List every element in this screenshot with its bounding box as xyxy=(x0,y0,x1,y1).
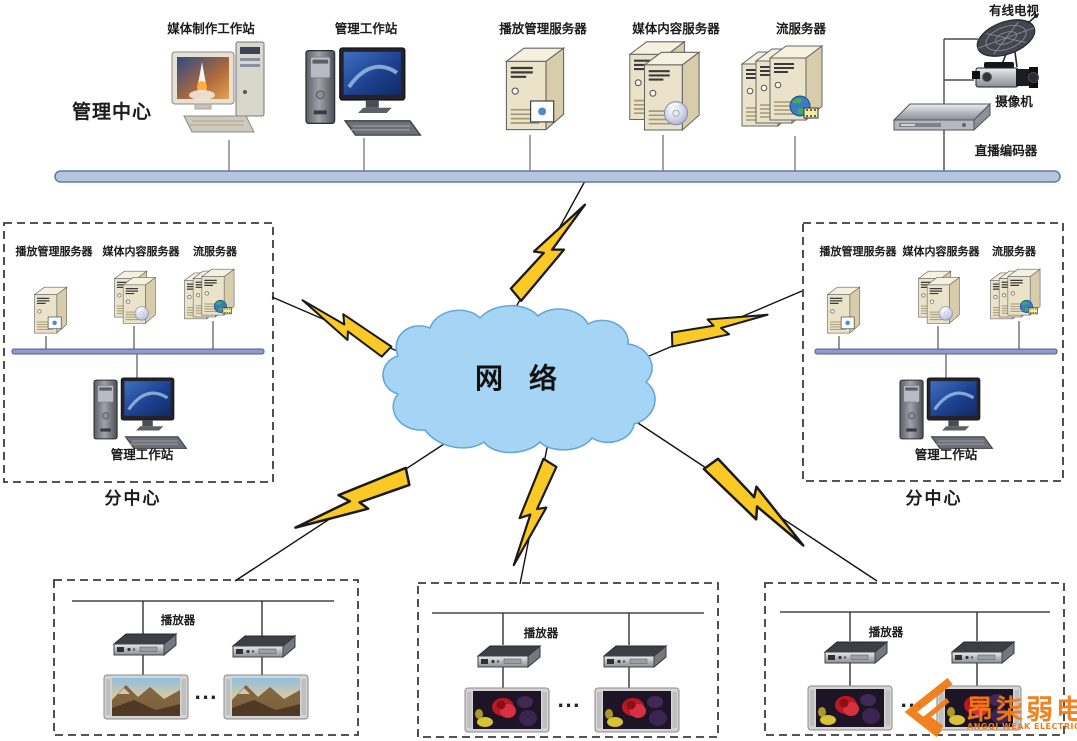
left-label-content-server: 媒体内容服务器 xyxy=(102,245,180,258)
management-center-bus xyxy=(54,170,1061,183)
right-player-label: 播放器 xyxy=(868,625,904,639)
label-cable-tv: 有线电视 xyxy=(988,3,1040,18)
left-stream-server-icon xyxy=(184,269,234,319)
sub-center-left-box xyxy=(3,222,274,483)
player-icon xyxy=(603,645,667,668)
encoder-icon xyxy=(893,103,991,131)
left-playback-server-icon xyxy=(34,287,66,333)
right-label-workstation: 管理工作站 xyxy=(914,447,978,462)
terminal-wiring xyxy=(72,600,1050,688)
network-cloud xyxy=(382,305,656,454)
middle-ellipsis: ... xyxy=(557,691,581,712)
right-label-content-server: 媒体内容服务器 xyxy=(902,245,980,258)
media-production-workstation-icon xyxy=(171,41,265,133)
terminal-right-box xyxy=(764,582,1065,736)
watermark-cn-text: 昂柒弱电 xyxy=(966,695,1077,726)
management-workstation-icon xyxy=(304,46,423,138)
lightning-bolt-icon xyxy=(293,296,397,360)
left-management-workstation-icon xyxy=(92,376,188,450)
right-content-server-icon xyxy=(918,271,959,323)
label-management-workstation: 管理工作站 xyxy=(334,21,398,36)
lightning-bolt-icon xyxy=(509,455,559,571)
watermark-en-text: ANGQI WEAK ELECTRICITY xyxy=(967,722,1077,731)
right-label-stream-server: 流服务器 xyxy=(992,245,1036,258)
middle-player-label: 播放器 xyxy=(523,626,559,640)
player-icon xyxy=(951,641,1015,664)
terminal-left-box xyxy=(53,579,359,736)
left-player-label: 播放器 xyxy=(160,613,196,627)
sub-center-connectors xyxy=(45,321,1020,382)
right-label-playback-server: 播放管理服务器 xyxy=(819,245,897,258)
right-playback-server-icon xyxy=(827,287,859,333)
management-center-title: 管理中心 xyxy=(71,101,153,123)
left-label-playback-server: 播放管理服务器 xyxy=(15,245,93,258)
label-stream-server: 流服务器 xyxy=(775,21,827,36)
label-media-production-workstation: 媒体制作工作站 xyxy=(167,21,255,36)
tv-screen-icon xyxy=(464,687,550,733)
label-playback-server: 播放管理服务器 xyxy=(499,21,587,36)
tv-screen-icon xyxy=(223,674,309,720)
satellite-dish-icon xyxy=(971,11,1041,68)
left-sub-center-title: 分中心 xyxy=(104,489,162,509)
lightning-bolt-icon xyxy=(292,455,416,551)
player-icon xyxy=(113,633,177,656)
left-ellipsis: ... xyxy=(194,683,218,704)
right-sub-center-title: 分中心 xyxy=(905,489,963,509)
camcorder-icon xyxy=(971,61,1039,89)
lightning-bolt-icon xyxy=(695,454,819,550)
right-management-workstation-icon xyxy=(898,376,994,450)
right-stream-server-icon xyxy=(990,269,1040,319)
sub-center-right-box xyxy=(802,222,1064,482)
playback-management-server-icon xyxy=(506,48,563,129)
terminal-middle-box xyxy=(417,582,719,738)
stream-server-icon xyxy=(742,46,822,126)
tv-screen-icon xyxy=(594,687,680,733)
watermark-logo-icon xyxy=(904,677,953,738)
left-label-workstation: 管理工作站 xyxy=(110,447,174,462)
sub-center-left-bus xyxy=(11,348,265,355)
player-icon xyxy=(824,641,888,664)
tv-screen-icon xyxy=(103,674,189,720)
label-content-server: 媒体内容服务器 xyxy=(632,21,720,36)
left-label-stream-server: 流服务器 xyxy=(193,245,237,258)
label-camera: 摄像机 xyxy=(995,94,1033,109)
lightning-bolt-icon xyxy=(666,294,770,358)
dashed-boxes xyxy=(3,222,1065,738)
sub-center-right-bus xyxy=(814,348,1058,355)
management-center-connectors xyxy=(228,38,978,172)
lightning-bolt-icon xyxy=(506,191,590,309)
player-icon xyxy=(232,635,296,658)
media-content-server-icon xyxy=(630,42,699,130)
left-content-server-icon xyxy=(114,271,155,323)
player-icon xyxy=(477,645,541,668)
tv-screen-icon xyxy=(807,685,893,731)
network-cloud-label: 网络 xyxy=(474,362,584,395)
label-encoder: 直播编码器 xyxy=(974,143,1038,158)
